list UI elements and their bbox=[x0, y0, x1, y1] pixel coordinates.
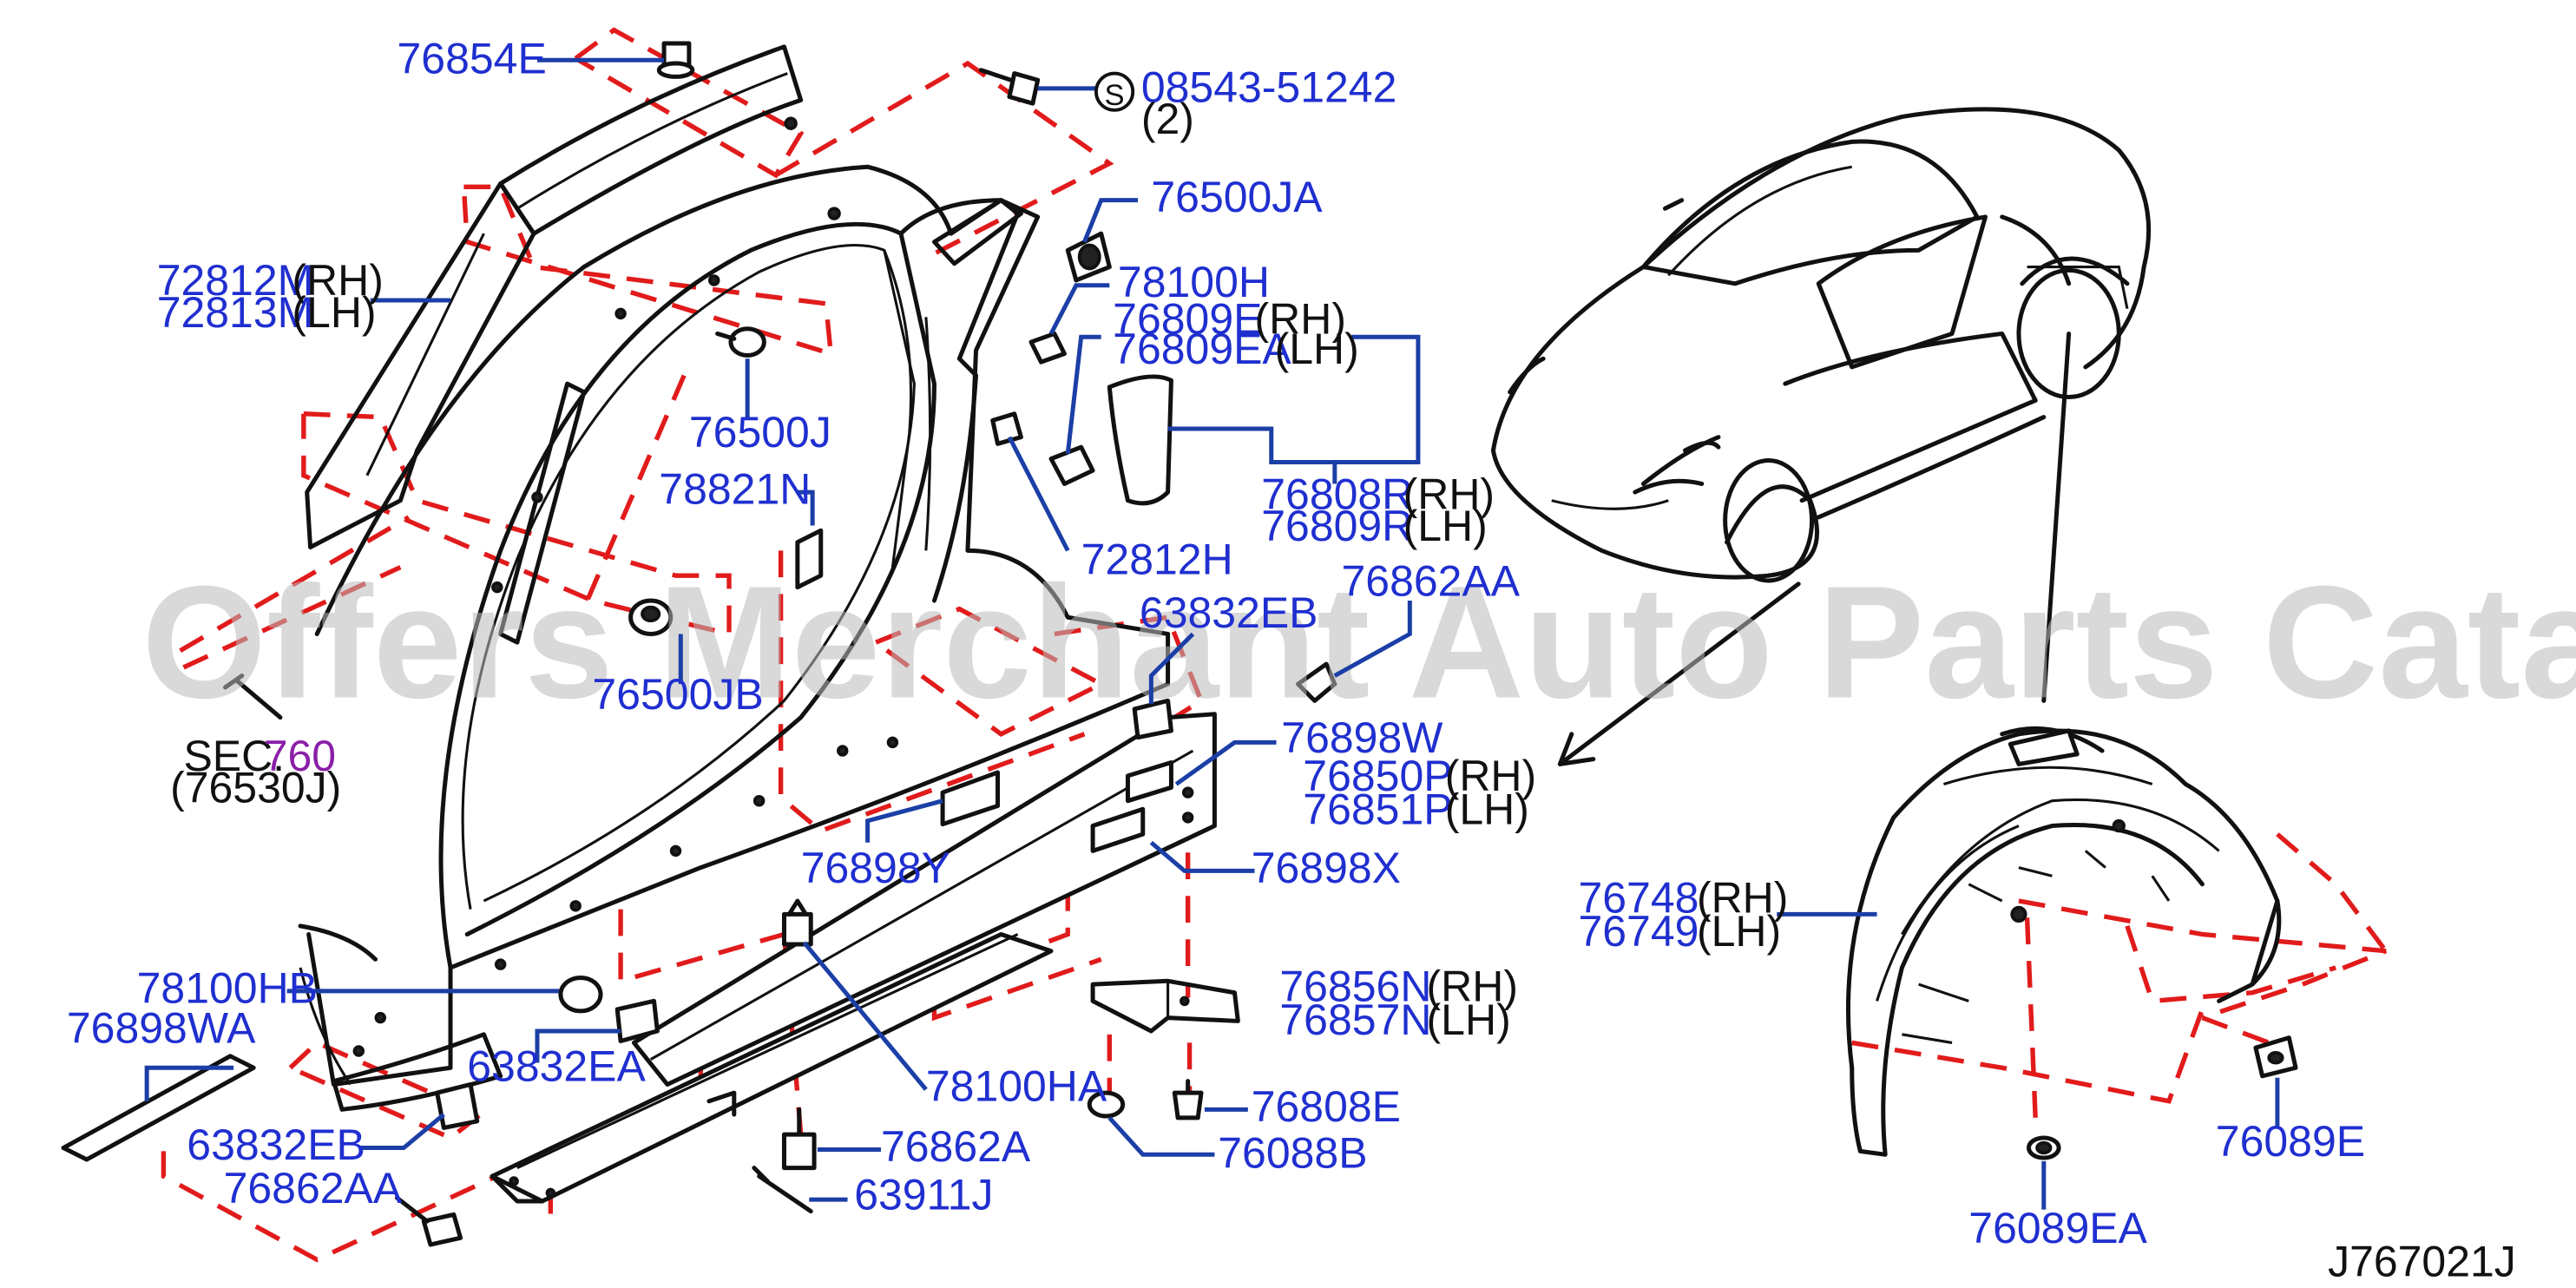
part-72812H-label: 72812H bbox=[1081, 535, 1233, 583]
bracket-part bbox=[1090, 978, 1240, 1034]
part-76809EA-label: 76809EA bbox=[1113, 325, 1291, 373]
side-sill-cover bbox=[631, 712, 1217, 1087]
part-72813M-label: 72813M bbox=[157, 288, 314, 337]
part-labels: 76854E S 08543-51242 (2) 76500JA 72812M … bbox=[67, 35, 2516, 1286]
part-78821N-label: 78821N bbox=[659, 465, 811, 514]
part-76749-side: (LH) bbox=[1697, 907, 1781, 956]
part-76856N-side: (RH) bbox=[1427, 962, 1518, 1010]
part-76857N-side: (LH) bbox=[1427, 996, 1511, 1044]
fender-liner bbox=[1845, 726, 2282, 1157]
part-76898W-label: 76898W bbox=[1281, 713, 1442, 762]
part-76862AA-bottom-label: 76862AA bbox=[224, 1164, 403, 1212]
part-76809EA-side: (LH) bbox=[1275, 325, 1359, 373]
part-76862A-label: 76862A bbox=[881, 1122, 1031, 1171]
part-76809R-side: (LH) bbox=[1403, 502, 1488, 550]
part-76854E-label: 76854E bbox=[398, 35, 547, 83]
part-76748-label: 76748 bbox=[1578, 873, 1699, 922]
sill-molding bbox=[490, 931, 1054, 1204]
part-76850P-side: (RH) bbox=[1445, 752, 1536, 800]
part-76809E-label: 76809E bbox=[1113, 294, 1262, 343]
part-76748-side: (RH) bbox=[1697, 873, 1788, 922]
callout-arrow bbox=[1557, 331, 2072, 766]
part-72812M-side: (RH) bbox=[292, 256, 383, 305]
s-badge-text: S bbox=[1105, 79, 1125, 112]
sec-number-label: 760 bbox=[264, 732, 336, 780]
s-badge-circle bbox=[1094, 71, 1135, 112]
part-72812M-label: 72812M bbox=[157, 256, 314, 305]
part-76809R-label: 76809R bbox=[1261, 502, 1413, 550]
part-76089E-label: 76089E bbox=[2216, 1117, 2365, 1166]
part-76850P-label: 76850P bbox=[1303, 752, 1452, 800]
part-76809E-side: (RH) bbox=[1255, 294, 1346, 343]
part-76898X-label: 76898X bbox=[1252, 844, 1401, 892]
fasteners bbox=[223, 41, 1337, 1247]
part-76851P-label: 76851P bbox=[1303, 785, 1452, 834]
part-76862AA-top-label: 76862AA bbox=[1342, 556, 1521, 605]
seal-strip bbox=[795, 528, 824, 590]
part-76857N-label: 76857N bbox=[1279, 996, 1431, 1044]
part-76898Y-label: 76898Y bbox=[801, 844, 950, 892]
liner-clips bbox=[2026, 1035, 2298, 1160]
fender-protector-panel bbox=[1107, 374, 1173, 506]
part-72813M-side: (LH) bbox=[292, 288, 376, 337]
sec-ref-label: (76530J) bbox=[170, 764, 341, 812]
part-08543-qty-label: (2) bbox=[1141, 95, 1194, 143]
part-78100HA-label: 78100HA bbox=[926, 1062, 1107, 1111]
part-76749-label: 76749 bbox=[1578, 907, 1699, 956]
part-78100HB-label: 78100HB bbox=[137, 963, 318, 1012]
part-08543-51242-label: 08543-51242 bbox=[1141, 62, 1397, 111]
part-76500JA-label: 76500JA bbox=[1151, 173, 1323, 221]
part-76089EA-label: 76089EA bbox=[1968, 1204, 2147, 1252]
part-63832EA-label: 63832EA bbox=[467, 1042, 646, 1091]
part-63832EB-top-label: 63832EB bbox=[1140, 588, 1318, 637]
part-76088B-label: 76088B bbox=[1218, 1129, 1367, 1178]
part-63911J-label: 63911J bbox=[854, 1171, 993, 1219]
sec-prefix-label: SEC. bbox=[183, 732, 285, 780]
part-76851P-side: (LH) bbox=[1445, 785, 1529, 834]
watermark-text: Offers Merchant Auto Parts Catalog PARTS… bbox=[141, 554, 2576, 733]
part-63832EB-bottom-label: 63832EB bbox=[187, 1120, 365, 1169]
leader-lines bbox=[144, 57, 2280, 1210]
part-76500JB-label: 76500JB bbox=[592, 670, 763, 719]
part-76898WA-label: 76898WA bbox=[67, 1003, 256, 1052]
diagram-reference-code: J767021J bbox=[2328, 1238, 2516, 1286]
part-76808R-label: 76808R bbox=[1261, 470, 1413, 518]
part-76500J-label: 76500J bbox=[689, 408, 831, 457]
vehicle-sketch bbox=[1490, 107, 2152, 583]
roof-rail-pillar bbox=[305, 44, 804, 550]
pad-strip bbox=[61, 1054, 256, 1162]
part-76856N-label: 76856N bbox=[1279, 962, 1431, 1010]
part-76808R-side: (RH) bbox=[1403, 470, 1495, 518]
body-side-panel bbox=[298, 164, 1171, 1112]
part-78100H-label: 78100H bbox=[1118, 258, 1270, 306]
part-76808E-label: 76808E bbox=[1252, 1082, 1401, 1131]
